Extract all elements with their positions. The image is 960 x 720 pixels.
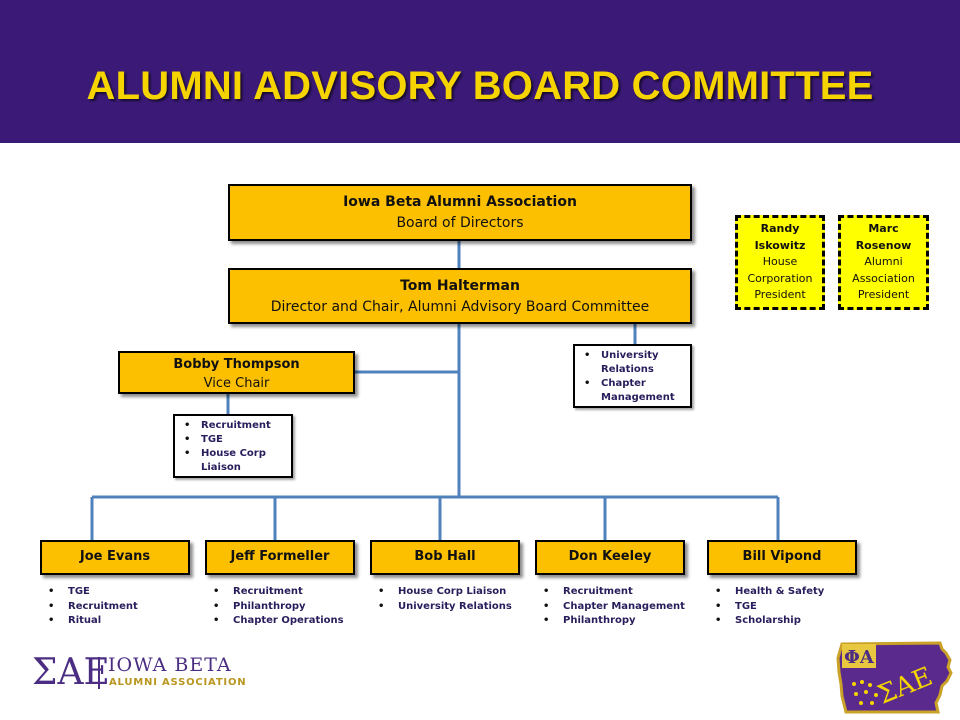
list-item: House Corp Liaison <box>370 585 512 600</box>
president-role-line: Association <box>852 271 915 285</box>
vice-chair-duties-list: Recruitment TGE House Corp Liaison <box>175 419 291 475</box>
alumni-association-president-box: Marc Rosenow Alumni Association Presiden… <box>838 215 929 310</box>
house-corp-president-box: Randy Iskowitz House Corporation Preside… <box>735 215 825 310</box>
list-item: Philanthropy <box>205 600 344 615</box>
logo-line-1: IOWA BETA <box>108 654 232 676</box>
list-item: University Relations <box>575 349 690 377</box>
crest-top-letters: ΦΑ <box>844 647 875 668</box>
list-item: University Relations <box>370 600 512 615</box>
iowa-beta-logo: ΣΑΕ IOWA BETA ALUMNI ASSOCIATION <box>32 652 246 693</box>
list-item: Chapter Operations <box>205 614 344 629</box>
vice-chair-role: Vice Chair <box>203 376 270 391</box>
list-item: Recruitment <box>40 600 138 615</box>
member-name: Joe Evans <box>79 549 151 564</box>
logo-letters: ΣΑΕ <box>32 652 110 693</box>
logo-line-2: ALUMNI ASSOCIATION <box>109 677 247 688</box>
member-name: Bob Hall <box>414 549 476 564</box>
association-role: Board of Directors <box>396 215 524 231</box>
member-duties-joe-evans: TGE Recruitment Ritual <box>40 585 138 629</box>
member-duties-don-keeley: Recruitment Chapter Management Philanthr… <box>535 585 685 629</box>
chair-name: Tom Halterman <box>400 278 520 294</box>
list-item: TGE <box>40 585 138 600</box>
president-last-name: Rosenow <box>855 238 912 252</box>
member-box-joe-evans: Joe Evans <box>40 540 190 575</box>
vice-chair-box: Bobby Thompson Vice Chair <box>118 351 355 394</box>
member-duties-jeff-formeller: Recruitment Philanthropy Chapter Operati… <box>205 585 344 629</box>
president-role-line: President <box>857 288 910 301</box>
list-item: Scholarship <box>707 614 824 629</box>
member-name: Bill Vipond <box>742 549 822 564</box>
list-item: Health & Safety <box>707 585 824 600</box>
chair-box: Tom Halterman Director and Chair, Alumni… <box>228 268 692 324</box>
list-item: Recruitment <box>175 419 291 433</box>
member-name: Jeff Formeller <box>230 549 330 564</box>
member-duties-bob-hall: House Corp Liaison University Relations <box>370 585 512 614</box>
list-item: Philanthropy <box>535 614 685 629</box>
member-box-bill-vipond: Bill Vipond <box>707 540 857 575</box>
president-first-name: Marc <box>868 222 899 235</box>
vice-chair-name: Bobby Thompson <box>173 357 300 372</box>
vice-chair-duties-box: Recruitment TGE House Corp Liaison <box>173 414 293 478</box>
list-item: Recruitment <box>535 585 685 600</box>
member-box-don-keeley: Don Keeley <box>535 540 685 575</box>
list-item: House Corp Liaison <box>175 447 291 475</box>
list-item: Ritual <box>40 614 138 629</box>
list-item: TGE <box>707 600 824 615</box>
member-box-bob-hall: Bob Hall <box>370 540 520 575</box>
list-item: Recruitment <box>205 585 344 600</box>
member-name: Don Keeley <box>568 549 652 564</box>
list-item: Chapter Management <box>535 600 685 615</box>
logo-divider <box>98 657 100 689</box>
chair-duties-list: University Relations Chapter Management <box>575 349 690 405</box>
association-name: Iowa Beta Alumni Association <box>343 194 577 210</box>
member-box-jeff-formeller: Jeff Formeller <box>205 540 355 575</box>
iowa-crest-icon: ΦΑ ΣΑΕ <box>836 641 953 714</box>
president-role-line: Corporation <box>747 271 813 285</box>
title-banner: ALUMNI ADVISORY BOARD COMMITTEE <box>0 0 960 143</box>
chair-duties-box: University Relations Chapter Management <box>573 344 692 408</box>
page-title: ALUMNI ADVISORY BOARD COMMITTEE <box>86 64 874 108</box>
association-box: Iowa Beta Alumni Association Board of Di… <box>228 184 692 241</box>
list-item: TGE <box>175 433 291 447</box>
list-item: Chapter Management <box>575 377 690 405</box>
president-role-line: President <box>754 288 806 301</box>
president-role-line: House <box>762 255 798 268</box>
president-first-name: Randy <box>760 222 800 235</box>
president-role-line: Alumni <box>864 255 903 268</box>
president-last-name: Iskowitz <box>754 238 806 252</box>
member-duties-bill-vipond: Health & Safety TGE Scholarship <box>707 585 824 629</box>
chair-role: Director and Chair, Alumni Advisory Boar… <box>270 299 650 315</box>
